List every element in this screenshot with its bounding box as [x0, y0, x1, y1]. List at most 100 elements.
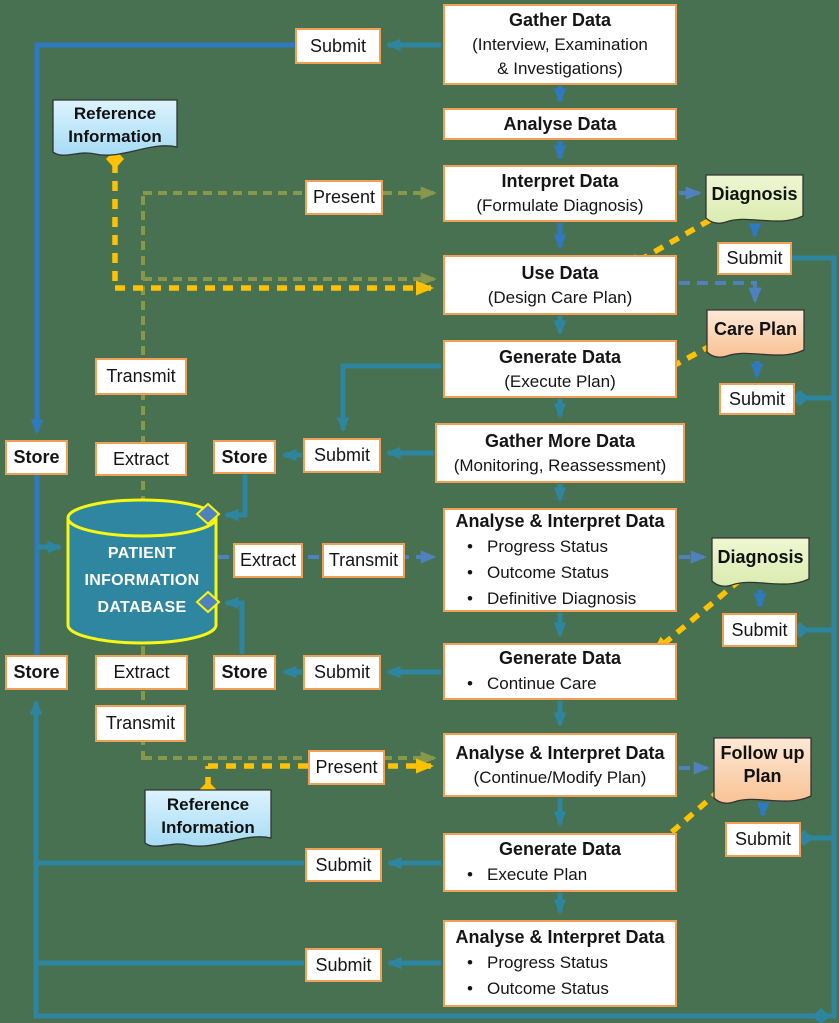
process-box-gather-more-data: Gather More Data (Monitoring, Reassessme…	[435, 423, 685, 483]
label-text: Transmit	[328, 550, 399, 570]
label-store-left-2: Store	[5, 655, 68, 690]
diagnosis-2-doc	[711, 537, 810, 587]
process-box-interpret-data: Interpret Data (Formulate Diagnosis)	[443, 165, 677, 222]
box-subtitle: (Design Care Plan)	[487, 287, 633, 307]
follow-up-plan-label: Follow up Plan	[714, 740, 811, 790]
label-extract-1: Extract	[95, 442, 187, 476]
label-text: Extract	[112, 448, 169, 469]
label-text: Extract	[239, 550, 296, 570]
label-text: Submit	[731, 619, 788, 640]
box-title: Analyse & Interpret Data	[455, 927, 665, 947]
label-present-top: Present	[305, 180, 383, 215]
follow-up-plan-doc	[713, 737, 812, 804]
label-text: Extract	[113, 662, 170, 682]
label-text: Submit	[309, 35, 367, 56]
label-text: Store	[13, 447, 60, 467]
box-subtitle: (Interview, Examination	[472, 35, 648, 54]
label-extract-3: Extract	[95, 655, 188, 690]
label-text: Store	[221, 446, 268, 467]
label-present-bottom: Present	[308, 750, 385, 785]
process-box-use-data: Use Data (Design Care Plan)	[443, 255, 677, 315]
db-line: PATIENT	[107, 544, 177, 562]
db-line: DATABASE	[97, 598, 187, 616]
patient-database-label: PATIENT INFORMATION DATABASE	[68, 535, 216, 625]
label-text: Store	[13, 662, 60, 682]
box-bullet: Progress Status	[467, 950, 665, 976]
db-line: INFORMATION	[84, 571, 200, 589]
process-box-generate-data-continue: Generate Data Continue Care	[443, 643, 677, 700]
doc-line: Follow up	[720, 743, 805, 763]
label-text: Store	[221, 662, 268, 682]
label-transmit-2: Transmit	[322, 543, 405, 578]
box-title: Analyse Data	[503, 113, 617, 134]
box-bullet: Execute Plan	[467, 862, 665, 888]
label-submit-right-3: Submit	[722, 613, 797, 647]
box-title: Generate Data	[498, 346, 622, 367]
process-box-generate-data-execute: Generate Data (Execute Plan)	[443, 340, 677, 398]
process-box-generate-data-execute-2: Generate Data Execute Plan	[443, 833, 677, 892]
box-title: Generate Data	[498, 648, 622, 668]
box-bullet: Continue Care	[467, 671, 665, 697]
label-text: Submit	[726, 248, 783, 268]
box-subtitle: & Investigations)	[497, 59, 623, 78]
process-box-analyse-data: Analyse Data	[443, 108, 677, 140]
box-subtitle: (Continue/Modify Plan)	[473, 767, 647, 787]
doc-line: Information	[161, 818, 255, 837]
label-transmit-1: Transmit	[95, 358, 187, 395]
doc-line: Reference	[73, 104, 157, 123]
label-submit-mid-2: Submit	[303, 655, 381, 690]
box-title: Analyse & Interpret Data	[455, 510, 665, 531]
process-box-gather-data: Gather Data (Interview, Examination & In…	[443, 4, 677, 85]
box-title: Gather More Data	[484, 430, 636, 451]
label-transmit-3: Transmit	[95, 705, 186, 742]
box-subtitle: (Monitoring, Reassessment)	[453, 455, 667, 475]
reference-information-top-doc	[52, 99, 178, 156]
label-text: Submit	[313, 662, 371, 682]
label-text: Submit	[315, 954, 372, 975]
box-title: Analyse & Interpret Data	[455, 742, 665, 763]
box-subtitle: (Execute Plan)	[504, 371, 616, 391]
label-store-db-1: Store	[213, 440, 276, 474]
reference-information-bottom-doc	[144, 789, 272, 847]
diagnosis-2-label: Diagnosis	[712, 538, 809, 576]
process-box-analyse-interpret-2: Analyse & Interpret Data (Continue/Modif…	[443, 733, 677, 797]
label-submit-right-1: Submit	[717, 242, 792, 275]
diagnosis-1-label: Diagnosis	[706, 175, 803, 213]
patient-database-cylinder	[66, 498, 221, 645]
reference-information-top-label: Reference Information	[53, 102, 177, 148]
process-box-analyse-interpret-3: Analyse & Interpret Data Progress Status…	[443, 920, 677, 1007]
box-title: Generate Data	[498, 839, 622, 859]
reference-information-bottom-label: Reference Information	[145, 793, 271, 839]
label-store-db-2: Store	[213, 655, 276, 690]
doc-line: Diagnosis	[717, 546, 804, 567]
process-box-analyse-interpret-1: Analyse & Interpret Data Progress Status…	[443, 508, 677, 612]
box-title: Gather Data	[508, 10, 612, 30]
box-bullet: Definitive Diagnosis	[467, 586, 665, 612]
label-submit-bottom-1: Submit	[305, 848, 382, 882]
label-text: Submit	[315, 854, 372, 875]
box-title: Interpret Data	[501, 171, 619, 191]
label-submit-bottom-2: Submit	[305, 948, 382, 982]
label-text: Transmit	[106, 366, 176, 386]
doc-line: Reference	[166, 795, 250, 814]
care-plan-label: Care Plan	[707, 310, 804, 348]
doc-line: Care Plan	[713, 318, 798, 339]
label-submit-right-4: Submit	[725, 822, 801, 857]
box-bullet: Outcome Status	[467, 976, 665, 1002]
care-plan-doc	[706, 309, 805, 358]
label-text: Submit	[734, 829, 792, 849]
label-submit-top: Submit	[295, 28, 381, 64]
box-title: Use Data	[521, 262, 599, 283]
box-bullet: Outcome Status	[467, 560, 665, 586]
label-submit-right-2: Submit	[719, 383, 795, 415]
doc-line: Plan	[743, 766, 782, 786]
label-text: Submit	[728, 388, 786, 409]
label-text: Present	[312, 187, 376, 207]
label-extract-2: Extract	[233, 543, 303, 578]
doc-line: Diagnosis	[711, 183, 798, 204]
label-text: Transmit	[105, 713, 176, 733]
box-bullet: Progress Status	[467, 534, 665, 560]
diagnosis-1-doc	[705, 174, 804, 224]
